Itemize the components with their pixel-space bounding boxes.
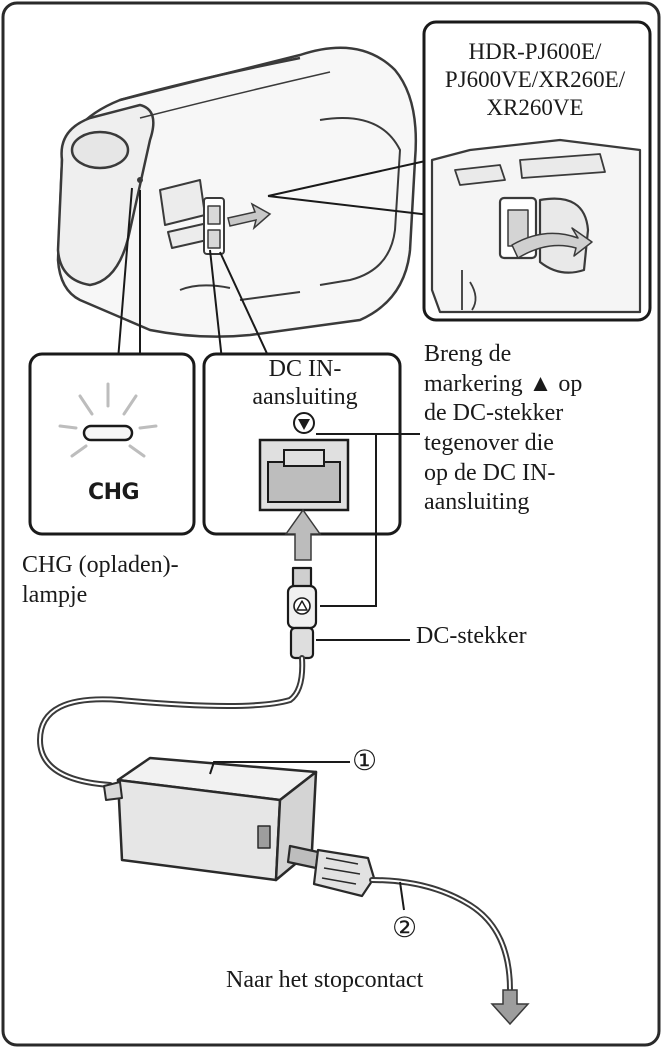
model-label: HDR-PJ600E/ PJ600VE/XR260E/ XR260VE bbox=[430, 38, 640, 122]
instruction-line-2-end: op bbox=[552, 370, 583, 397]
instruction-line-3: de DC-stekker bbox=[424, 400, 564, 427]
dc-plug-label: DC-stekker bbox=[416, 623, 527, 649]
triangle-symbol: ▲ bbox=[528, 370, 553, 397]
dc-in-label: DC IN- aansluiting bbox=[210, 356, 400, 411]
dc-in-label-line-2: aansluiting bbox=[252, 383, 358, 410]
instruction-line-5: op de DC IN- bbox=[424, 459, 556, 486]
mark-leader bbox=[316, 433, 420, 607]
callout-1: ① bbox=[352, 746, 378, 777]
chg-lamp-label-line-2: lampje bbox=[22, 582, 88, 608]
arrow-down-icon bbox=[490, 989, 530, 1026]
instruction-line-1: Breng de bbox=[424, 341, 512, 367]
callout-2-leader bbox=[399, 881, 405, 911]
mark-triangle-icon bbox=[293, 412, 315, 434]
power-cord-icon bbox=[286, 844, 376, 898]
inset-camcorder-illustration bbox=[430, 138, 642, 314]
instruction-line-4: tegenover die bbox=[424, 429, 554, 456]
inset-leader bbox=[267, 159, 431, 216]
callout-1-leader bbox=[209, 761, 350, 775]
ac-adapter-icon bbox=[103, 756, 318, 882]
instruction-line-2-start: markering bbox=[424, 370, 529, 397]
chg-lamp-label: CHG (opladen)- lampje bbox=[22, 550, 232, 610]
arrow-right-icon bbox=[227, 202, 272, 231]
chg-lamp-box bbox=[28, 352, 196, 536]
model-label-line-2: PJ600VE/XR260E/ bbox=[444, 67, 626, 93]
chg-leader bbox=[117, 187, 141, 361]
instruction-line-6: aansluiting bbox=[424, 489, 530, 516]
callout-2: ② bbox=[392, 913, 418, 944]
model-label-line-1: HDR-PJ600E/ bbox=[468, 39, 602, 64]
instruction-line-2: markering ▲ op bbox=[424, 370, 660, 400]
chg-lamp-text: CHG bbox=[88, 480, 140, 505]
instruction-text: Breng de markering ▲ op de DC-stekker te… bbox=[424, 340, 660, 518]
camcorder-illustration bbox=[56, 46, 418, 338]
dc-plug-icon bbox=[286, 566, 318, 660]
chg-lamp-label-line-1: CHG (opladen)- bbox=[22, 552, 179, 578]
outlet-label: Naar het stopcontact bbox=[226, 967, 424, 993]
chg-lamp-icon bbox=[58, 382, 158, 458]
dc-in-label-line-1: DC IN- bbox=[268, 356, 342, 382]
arrow-up-icon bbox=[284, 508, 322, 561]
model-label-line-3: XR260VE bbox=[486, 95, 584, 121]
dc-in-leader bbox=[209, 249, 271, 361]
dc-in-jack-icon bbox=[258, 438, 350, 512]
